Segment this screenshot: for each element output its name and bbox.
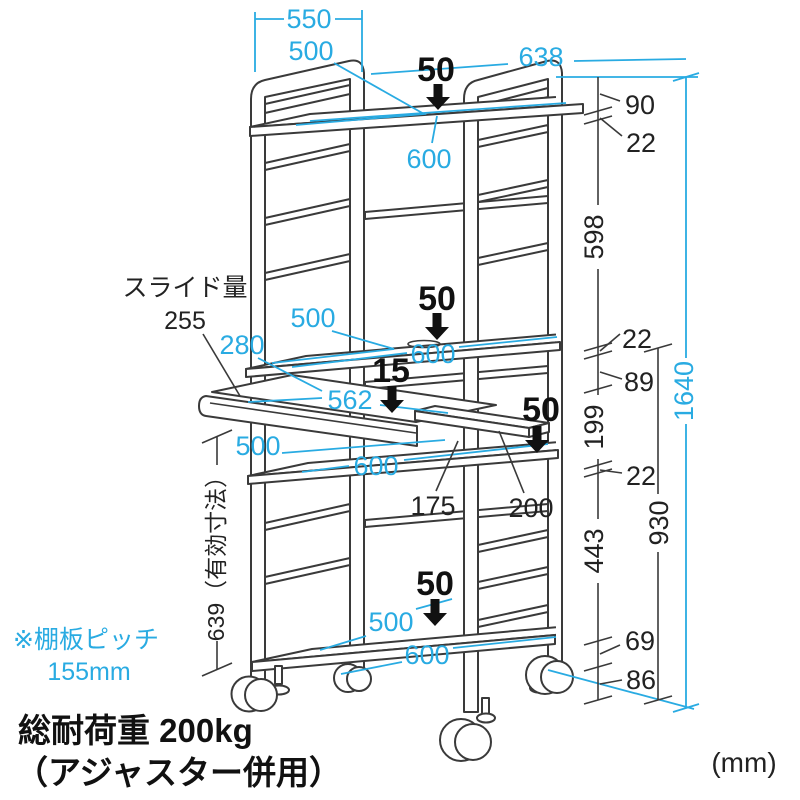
load-bottom-50: 50: [416, 565, 454, 603]
load-tray-15: 15: [372, 352, 410, 390]
down-arrow-icon: [380, 386, 404, 413]
adjuster-stem-fr: [481, 697, 490, 715]
dim-639-effective: 639（有効寸法）: [203, 465, 229, 641]
pitch-note-line2: 155mm: [47, 658, 130, 686]
dim-22a: 22: [626, 128, 656, 158]
load-top-50: 50: [417, 51, 455, 89]
unit-note: (mm): [711, 747, 776, 778]
dim-199: 199: [579, 404, 609, 449]
dim-175: 175: [410, 491, 455, 521]
load-mid-50: 50: [418, 280, 456, 318]
right-side-frame: [463, 59, 563, 713]
down-arrow-icon: [525, 426, 549, 453]
down-arrow-icon: [425, 313, 449, 340]
dim-280: 280: [219, 330, 264, 360]
tray-front-bar: [198, 395, 418, 447]
dim-443: 443: [579, 528, 609, 573]
dim-1640: 1640: [669, 361, 699, 421]
adjuster-foot-fr: [476, 712, 496, 724]
dim-22c: 22: [626, 461, 656, 491]
dim-bottom-500: 500: [368, 607, 413, 637]
dim-top-500: 500: [288, 36, 333, 66]
slide-amount-caption: スライド量: [122, 274, 247, 302]
dim-top-600: 600: [406, 144, 451, 174]
middle-shelf: [245, 333, 561, 378]
load-side-50: 50: [522, 391, 560, 429]
dim-562: 562: [327, 385, 372, 415]
dim-bottom-600: 600: [404, 640, 449, 670]
rack-drawing: [198, 59, 584, 762]
dim-200: 200: [508, 493, 553, 523]
cable-slot: [407, 339, 441, 349]
dim-low-500: 500: [235, 431, 280, 461]
slide-amount-value: 255: [164, 307, 206, 335]
lower-middle-shelf: [247, 441, 559, 485]
black-dimension-chain: 90 22 598 22 89 199 22 930 443 69 86 639…: [122, 77, 674, 705]
max-load-note-line2: （アジャスター併用）: [15, 754, 342, 791]
down-arrow-icon: [426, 84, 450, 110]
dim-mid-600: 600: [410, 339, 455, 369]
side-extension-tray: [414, 405, 550, 438]
adjuster-stem-fl: [274, 665, 283, 685]
dim-89: 89: [624, 367, 654, 397]
pitch-note-line1: ※棚板ピッチ: [13, 626, 159, 654]
dim-90: 90: [625, 90, 655, 120]
blue-dimensions: 550 500 600 638 1640 500 600 280 562 500: [13, 4, 700, 713]
dim-low-600: 600: [353, 451, 398, 481]
load-arrows: 50 50 15 50 50: [372, 51, 560, 626]
dim-86: 86: [626, 665, 656, 695]
dim-638: 638: [518, 42, 563, 72]
bottom-shelf: [251, 626, 556, 672]
dim-550: 550: [286, 4, 331, 34]
dim-598: 598: [579, 214, 609, 259]
max-load-note-line1: 総耐荷重 200kg: [18, 712, 253, 749]
down-arrow-icon: [423, 599, 447, 626]
dim-69: 69: [625, 626, 655, 656]
footer: 総耐荷重 200kg （アジャスター併用） (mm): [15, 712, 777, 791]
dim-930: 930: [644, 500, 674, 545]
dim-mid-500: 500: [290, 303, 335, 333]
dim-22b: 22: [622, 324, 652, 354]
casters: [230, 655, 574, 762]
